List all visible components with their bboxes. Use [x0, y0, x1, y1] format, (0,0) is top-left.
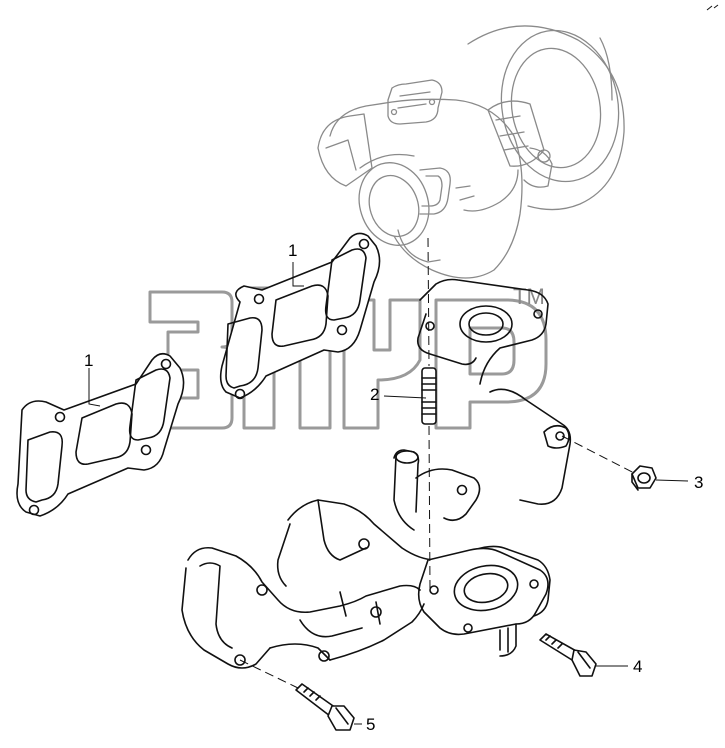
assembly-lines — [239, 237, 637, 689]
callout-1-gasket-right: 1 — [288, 241, 297, 260]
callout-1-gasket-left: 1 — [84, 351, 93, 370]
callout-4-bolt: 4 — [633, 657, 642, 676]
turbocharger — [317, 25, 625, 279]
callout-2-stud: 2 — [370, 385, 379, 404]
callout-3-nut: 3 — [694, 473, 703, 492]
gasket-right — [219, 232, 381, 400]
bolt-manifold — [295, 683, 355, 731]
bolt-flange — [539, 633, 597, 677]
stud — [421, 367, 437, 425]
gasket-left — [16, 352, 185, 517]
exhaust-manifold — [181, 278, 572, 669]
nut — [631, 465, 657, 491]
corner-mark — [706, 4, 719, 11]
callout-5-bolt: 5 — [366, 715, 375, 734]
leader-lines — [88, 262, 689, 725]
